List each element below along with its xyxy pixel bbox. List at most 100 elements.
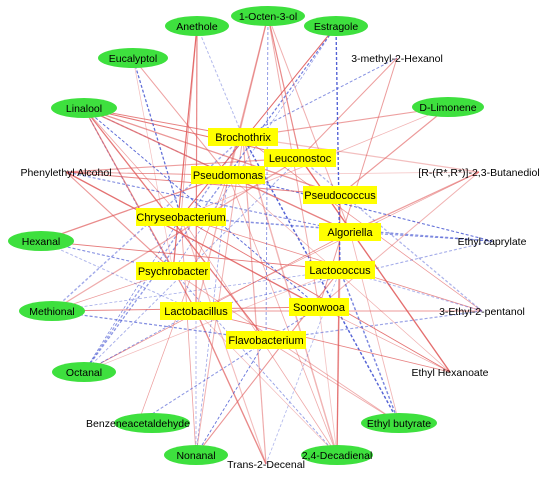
node-label: Ethyl caprylate	[458, 236, 527, 248]
correlation-edge	[172, 270, 338, 456]
correlation-edge	[195, 310, 267, 465]
node-label: Brochothrix	[215, 132, 271, 144]
correlation-edge	[51, 136, 244, 312]
metabolite-node-butanediol[interactable]: [R-(R*,R*)]-2,3-Butanediol	[418, 167, 539, 179]
node-box	[191, 166, 265, 184]
node-box	[226, 331, 306, 349]
bacteria-node-soonwooa[interactable]: Soonwooa	[289, 298, 349, 316]
node-ellipse	[51, 98, 117, 118]
correlation-edge	[339, 269, 400, 424]
node-box	[160, 302, 232, 320]
node-label: Algoriella	[327, 227, 373, 239]
node-box	[289, 298, 349, 316]
node-label: Ethyl Hexanoate	[411, 367, 488, 379]
bacteria-node-lactobacillus[interactable]: Lactobacillus	[160, 302, 232, 320]
metabolite-node-linalool[interactable]: Linalool	[51, 98, 117, 118]
node-ellipse	[164, 445, 228, 465]
correlation-edge	[40, 240, 341, 271]
correlation-edge	[265, 339, 400, 424]
correlation-edge	[196, 25, 244, 138]
node-label: Phenylethyl Alcohol	[20, 167, 111, 179]
edges-layer	[40, 15, 493, 465]
node-label: Trans-2-Decenal	[227, 459, 305, 471]
bacteria-node-chryseobacterium[interactable]: Chryseobacterium	[136, 208, 226, 226]
node-ellipse	[304, 16, 368, 36]
correlation-edge	[40, 240, 197, 312]
node-label: Pseudococcus	[304, 190, 376, 202]
node-ellipse	[361, 413, 437, 433]
metabolite-node-trans-2-decenal[interactable]: Trans-2-Decenal	[227, 459, 305, 471]
metabolite-node-2-4-decadienal[interactable]: 2,4-Decadienal	[301, 445, 373, 465]
node-label: Anethole	[176, 21, 218, 33]
correlation-edge	[242, 136, 400, 424]
metabolite-node-benzeneacetaldehyde[interactable]: Benzeneacetaldehyde	[86, 413, 190, 433]
metabolite-node-nonanal[interactable]: Nonanal	[164, 445, 228, 465]
node-label: Chryseobacterium	[136, 212, 225, 224]
node-label: Ethyl butyrate	[367, 418, 431, 430]
metabolite-node-phenylethyl-alcohol[interactable]: Phenylethyl Alcohol	[20, 167, 111, 179]
correlation-edge	[83, 107, 320, 308]
metabolite-node-anethole[interactable]: Anethole	[165, 16, 229, 36]
node-label: Estragole	[314, 21, 359, 33]
correlation-edge	[227, 171, 480, 176]
node-label: 2,4-Decadienal	[302, 450, 373, 462]
node-label: 3-methyl-2-Hexanol	[351, 53, 443, 65]
metabolite-node-1-octen-3-ol[interactable]: 1-Octen-3-ol	[231, 6, 305, 26]
correlation-edge	[318, 306, 451, 373]
bacteria-nodes: Brochothrix Leuconostoc Pseudomonas Pseu…	[136, 128, 381, 349]
metabolite-node-estragole[interactable]: Estragole	[304, 16, 368, 36]
correlation-edge	[65, 171, 174, 272]
correlation-edge	[137, 306, 320, 424]
metabolite-node-d-limonene[interactable]: D-Limonene	[412, 97, 484, 117]
metabolite-node-eucalyptol[interactable]: Eucalyptol	[98, 48, 168, 68]
node-box	[136, 262, 210, 280]
correlation-edge	[65, 171, 351, 233]
correlation-edge	[180, 216, 197, 456]
metabolite-node-3-methyl-2-hexanol[interactable]: 3-methyl-2-Hexanol	[351, 53, 443, 65]
node-box	[264, 149, 336, 167]
correlation-edge	[195, 310, 451, 373]
correlation-edge	[83, 269, 341, 373]
correlation-edge	[83, 107, 341, 196]
bacteria-node-lactococcus[interactable]: Lactococcus	[305, 261, 375, 279]
metabolite-node-methional[interactable]: Methional	[19, 301, 85, 321]
correlation-edge	[318, 171, 480, 308]
correlation-edge	[242, 136, 480, 173]
node-box	[136, 208, 226, 226]
node-label: Nonanal	[176, 450, 215, 462]
metabolite-node-ethyl-butyrate[interactable]: Ethyl butyrate	[361, 413, 437, 433]
correlation-edge	[132, 57, 229, 176]
metabolite-node-hexanal[interactable]: Hexanal	[8, 231, 74, 251]
correlation-edge	[180, 25, 337, 218]
metabolite-node-ethyl-caprylate[interactable]: Ethyl caprylate	[458, 236, 527, 248]
bacteria-node-psychrobacter[interactable]: Psychrobacter	[136, 262, 210, 280]
node-box	[303, 186, 377, 204]
correlation-edge	[65, 171, 320, 308]
bacteria-node-pseudococcus[interactable]: Pseudococcus	[303, 186, 377, 204]
bacteria-node-flavobacterium[interactable]: Flavobacterium	[226, 331, 306, 349]
correlation-edge	[180, 216, 267, 465]
metabolite-node-3-ethyl-2-pentanol[interactable]: 3-Ethyl-2-pentanol	[439, 306, 525, 318]
correlation-edge	[83, 310, 197, 373]
node-label: Flavobacterium	[228, 335, 303, 347]
node-label: Benzeneacetaldehyde	[86, 418, 190, 430]
metabolite-node-octanal[interactable]: Octanal	[52, 362, 116, 382]
node-label: [R-(R*,R*)]-2,3-Butanediol	[418, 167, 539, 179]
correlation-edge	[349, 231, 493, 242]
node-label: 1-Octen-3-ol	[239, 11, 297, 23]
metabolite-nodes: 1-Octen-3-ol Estragole 3-methyl-2-Hexano…	[8, 6, 540, 471]
metabolite-node-ethyl-hexanoate[interactable]: Ethyl Hexanoate	[411, 367, 488, 379]
node-label: Lactobacillus	[164, 306, 228, 318]
correlation-edge	[172, 25, 198, 272]
node-label: Eucalyptol	[109, 53, 157, 65]
correlation-edge	[83, 216, 182, 373]
bacteria-node-pseudomonas[interactable]: Pseudomonas	[191, 166, 265, 184]
bacteria-node-algoriella[interactable]: Algoriella	[319, 223, 381, 241]
correlation-edge	[339, 106, 449, 196]
node-box	[305, 261, 375, 279]
bacteria-node-brochothrix[interactable]: Brochothrix	[208, 128, 278, 146]
bacteria-node-leuconostoc[interactable]: Leuconostoc	[264, 149, 336, 167]
node-label: 3-Ethyl-2-pentanol	[439, 306, 525, 318]
correlation-edge	[227, 25, 337, 176]
